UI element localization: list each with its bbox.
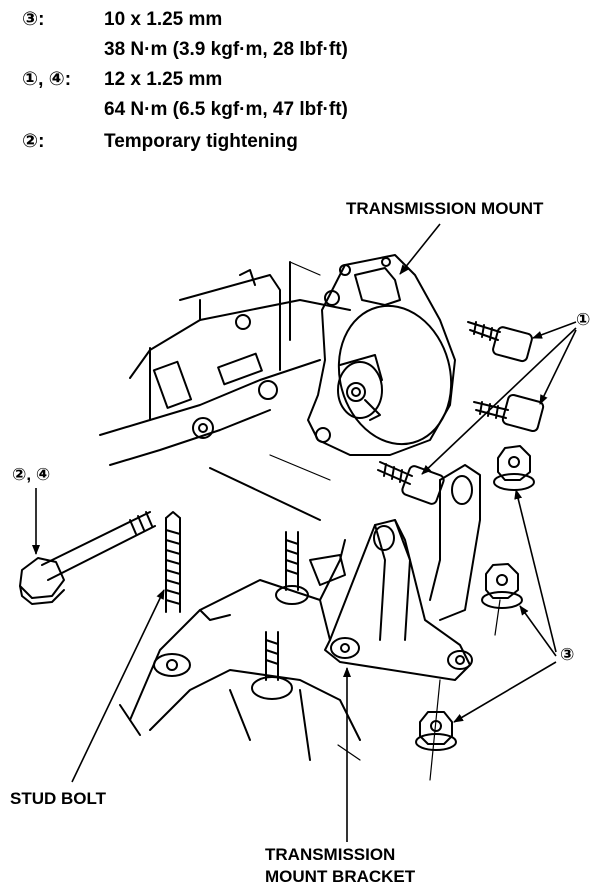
- transmission-mount-bracket: [324, 464, 481, 681]
- leader-stud-bolt: [71, 589, 165, 783]
- spec-3-size: 10 x 1.25 mm: [104, 9, 223, 30]
- mount-bolt-lower: [377, 461, 445, 505]
- flange-nut-top: [493, 445, 535, 491]
- spec-3-torque: 38 N·m (3.9 kgf·m, 28 lbf·ft): [104, 39, 348, 60]
- spec-1-4-size: 12 x 1.25 mm: [104, 69, 223, 90]
- mount-bolt-upper: [467, 321, 533, 363]
- transmission-housing: [119, 539, 361, 761]
- housing-studs: [153, 531, 309, 700]
- label-ref-1: ①: [576, 310, 591, 329]
- label-stud-bolt: STUD BOLT: [10, 789, 107, 808]
- spec-key-1-4: ①, ④:: [22, 69, 72, 90]
- spec-1-4-torque: 64 N·m (6.5 kgf·m, 47 lbf·ft): [104, 99, 348, 120]
- spec-key-2: ②:: [22, 131, 45, 152]
- label-transmission-mount: TRANSMISSION MOUNT: [346, 199, 544, 218]
- leader-ref1-b: [539, 329, 577, 405]
- spec-2-note: Temporary tightening: [104, 131, 298, 152]
- alignment-lines: [269, 261, 501, 781]
- leader-transmission-mount: [399, 223, 441, 275]
- label-ref-3: ③: [560, 645, 575, 664]
- label-bracket-line1: TRANSMISSION: [265, 845, 396, 864]
- leader-ref1-c: [421, 327, 577, 475]
- leader-ref3-b: [519, 605, 557, 657]
- through-bolt: [19, 511, 156, 605]
- mount-bolt-middle: [473, 393, 545, 433]
- label-ref-2-4: ②, ④: [12, 465, 51, 484]
- spec-key-3: ③:: [22, 9, 45, 30]
- transmission-mount: [307, 254, 456, 456]
- leader-ref3-c: [453, 661, 557, 723]
- flange-nut-middle: [481, 563, 523, 609]
- leader-ref1-a: [532, 321, 577, 339]
- leader-ref3-a: [514, 489, 557, 653]
- stud-bolt: [165, 511, 181, 613]
- frame-member: [99, 261, 351, 521]
- label-bracket-line2: MOUNT BRACKET: [265, 867, 416, 886]
